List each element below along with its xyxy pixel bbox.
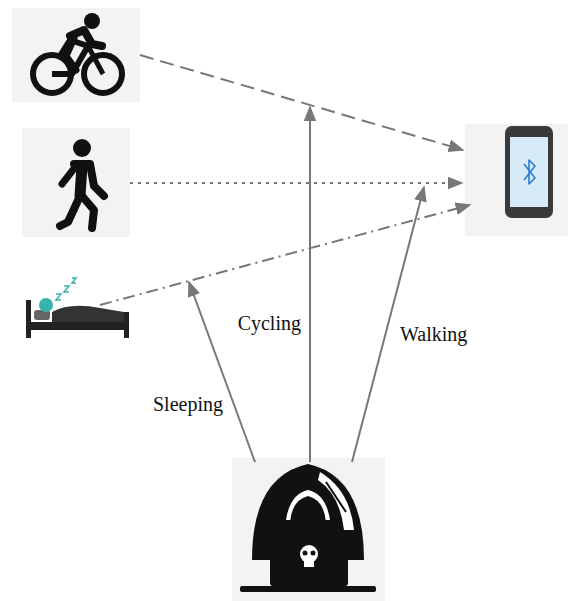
phone-icon — [505, 126, 553, 218]
attack-arrow — [189, 282, 255, 462]
signal-line — [140, 55, 463, 150]
icon-ground — [12, 8, 140, 102]
walker-icon — [60, 139, 104, 228]
signal-line — [130, 182, 462, 184]
activity-label: Walking — [400, 323, 467, 345]
activity-label: Sleeping — [153, 393, 223, 415]
hacker-icon — [240, 464, 376, 592]
icon-ground — [232, 458, 385, 601]
icon-ground — [465, 124, 568, 236]
sleeper-icon — [26, 278, 129, 338]
icon-ground — [22, 128, 130, 237]
cyclist-icon — [33, 13, 122, 93]
activity-label: Cycling — [238, 312, 301, 334]
attack-arrow — [309, 107, 311, 462]
